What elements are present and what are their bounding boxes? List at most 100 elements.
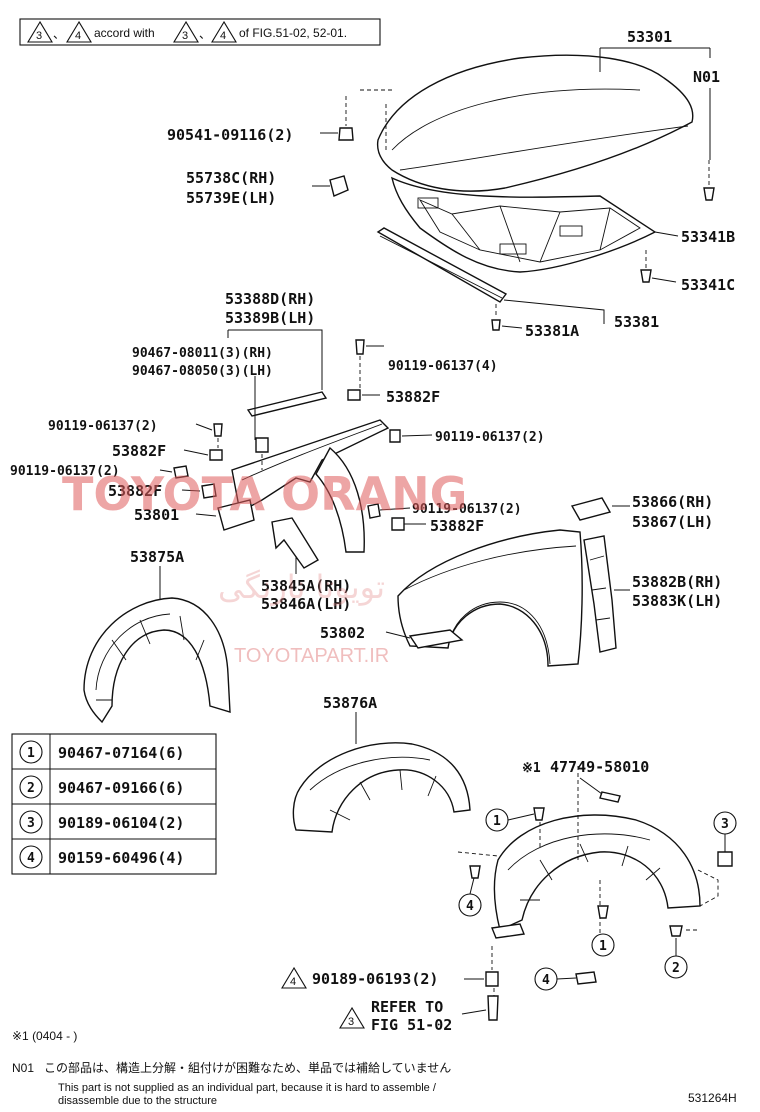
header-of-fig: of FIG.51-02, 52-01. bbox=[239, 26, 347, 40]
label-47749-mark: ※1 bbox=[522, 761, 541, 776]
legend-row: 2 90467-09166(6) bbox=[19, 775, 184, 799]
fender-wheel-arch bbox=[447, 601, 551, 665]
screw-1-lower bbox=[597, 905, 609, 919]
fender-leader-lines bbox=[385, 505, 630, 639]
leader-47749 bbox=[579, 777, 603, 795]
label-90189-tri: 4 bbox=[290, 976, 296, 988]
label-53381a: 53381A bbox=[525, 322, 579, 340]
screw-4-bottom bbox=[575, 971, 597, 985]
bracket-53845a bbox=[271, 517, 319, 569]
leader-53388 bbox=[227, 329, 323, 390]
legend-part: 90189-06104(2) bbox=[58, 814, 184, 832]
bracket-53866 bbox=[570, 497, 612, 521]
label-55739: 55739E(LH) bbox=[186, 189, 276, 207]
hood-leader-dashes bbox=[345, 89, 392, 150]
leader-refer bbox=[461, 1009, 487, 1015]
cushion-90541 bbox=[338, 127, 354, 141]
legend-number-circle bbox=[19, 845, 43, 869]
label-refer-fig: FIG 51-02 bbox=[371, 1016, 452, 1034]
retainer-53882f-b bbox=[209, 449, 223, 461]
screw-2 bbox=[669, 925, 683, 937]
callout-4b: 4 bbox=[542, 973, 550, 988]
callout-4a: 4 bbox=[466, 899, 474, 914]
retainer-53882f-a bbox=[347, 389, 361, 401]
legend-number-circle bbox=[19, 740, 43, 764]
label-90119-2a: 90119-06137(2) bbox=[48, 419, 158, 434]
label-53875a: 53875A bbox=[130, 548, 184, 566]
leader-53882f-3 bbox=[181, 489, 201, 492]
header-note-box: 3 、 4 accord with 3 、 4 of FIG.51-02, 52… bbox=[19, 18, 381, 46]
retainer-53882f-d bbox=[391, 517, 405, 531]
legend-number: 1 bbox=[27, 746, 35, 761]
label-53388: 53388D(RH) bbox=[225, 290, 315, 308]
header-tri-c: 3 bbox=[182, 30, 188, 42]
label-refer-to: REFER TO bbox=[371, 998, 443, 1016]
bolt-90119-b bbox=[213, 423, 223, 437]
leader-53381 bbox=[501, 299, 605, 329]
screw-47749 bbox=[599, 791, 621, 803]
label-55738: 55738C(RH) bbox=[186, 169, 276, 187]
triangle-icon bbox=[173, 20, 199, 43]
callout-circles: 1 3 4 1 2 4 bbox=[458, 808, 737, 991]
hood-inner-pad bbox=[559, 225, 583, 237]
part-number-labels: 53301 N01 90541-09116(2) 55738C(RH) 5573… bbox=[10, 28, 735, 1034]
liner-detail-ribs bbox=[507, 833, 661, 901]
seal-strip-53388 bbox=[246, 391, 328, 417]
watermark-toyota-orang: TOYOTA ORANG bbox=[62, 467, 467, 521]
label-90541: 90541-09116(2) bbox=[167, 126, 293, 144]
label-53341b: 53341B bbox=[681, 228, 735, 246]
label-53802: 53802 bbox=[320, 624, 365, 642]
hood-seal-edge bbox=[379, 235, 503, 299]
callout-3: 3 bbox=[721, 817, 729, 832]
clip-55738 bbox=[329, 175, 349, 197]
header-tri-b: 4 bbox=[75, 30, 81, 42]
liner-detail-shell bbox=[493, 814, 701, 931]
hood-assembly bbox=[329, 54, 715, 331]
leader-90119-2d bbox=[379, 507, 411, 511]
bolt-90119-c bbox=[173, 465, 189, 479]
callout-4a-leader bbox=[469, 877, 475, 895]
label-53846a: 53846A(LH) bbox=[261, 595, 351, 613]
clip-fig51 bbox=[487, 995, 499, 1021]
triangle-icon bbox=[211, 20, 237, 43]
front-fender-assembly bbox=[397, 497, 617, 667]
hood-front-edge bbox=[399, 125, 689, 171]
liner-detail-tab bbox=[491, 923, 525, 939]
legend-number: 3 bbox=[27, 816, 35, 831]
fender-apron-edge bbox=[241, 423, 383, 481]
liner-53876a bbox=[292, 712, 471, 833]
label-53845a: 53845A(RH) bbox=[261, 577, 351, 595]
footnotes: ※1 (0404 - ) N01 この部品は、構造上分解・組付けが困難なため、単… bbox=[12, 1029, 737, 1107]
label-n01: N01 bbox=[693, 68, 720, 86]
label-53882b: 53882B(RH) bbox=[632, 573, 722, 591]
hood-inner-ribs bbox=[418, 199, 641, 263]
fender-character-line bbox=[403, 545, 577, 591]
watermark: TOYOTA ORANG تویوتا نارنگی TOYOTAPART.IR bbox=[62, 467, 467, 667]
legend-number: 2 bbox=[27, 781, 35, 796]
footnote-n01-code: N01 bbox=[12, 1061, 34, 1075]
header-accord: accord with bbox=[94, 26, 155, 40]
callout-1a-leader bbox=[507, 813, 535, 821]
label-53882f-1: 53882F bbox=[386, 388, 440, 406]
footnote-n01-en2: disassemble due to the structure bbox=[58, 1095, 217, 1107]
leader-53802 bbox=[385, 631, 411, 639]
bracket-53801 bbox=[217, 499, 255, 531]
hood-inner-frame bbox=[390, 176, 657, 273]
label-53389: 53389B(LH) bbox=[225, 309, 315, 327]
hood-inner-braces bbox=[451, 205, 611, 263]
legend-part: 90467-07164(6) bbox=[58, 744, 184, 762]
watermark-site: TOYOTAPART.IR bbox=[234, 645, 389, 667]
figure-code: 531264H bbox=[688, 1091, 737, 1105]
label-90119-2d: 90119-06137(2) bbox=[412, 502, 522, 517]
bolt-90119-d bbox=[389, 429, 401, 443]
seal-53882b bbox=[583, 535, 617, 653]
footnote-mark1: ※1 (0404 - ) bbox=[12, 1029, 77, 1043]
label-90467-lh: 90467-08050(3)(LH) bbox=[132, 364, 273, 379]
label-53876a: 53876A bbox=[323, 694, 377, 712]
label-90189: 90189-06193(2) bbox=[312, 970, 438, 988]
leader-90119-2a bbox=[195, 423, 213, 431]
liner-dash-guides bbox=[457, 766, 719, 938]
callout-1b: 1 bbox=[599, 939, 607, 954]
label-53341c: 53341C bbox=[681, 276, 735, 294]
leader-53301 bbox=[599, 47, 711, 160]
